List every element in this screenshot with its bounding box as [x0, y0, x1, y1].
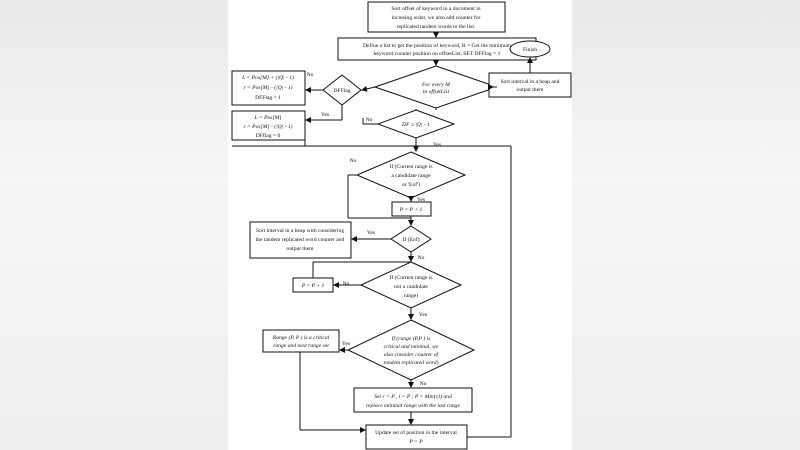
define-line-1: Define a list to get the position of key…: [363, 42, 512, 49]
label-yes-critical: Yes: [342, 341, 350, 347]
cand-line-3: or 'Eof'): [402, 181, 420, 188]
start-line-2: incresing order, we also add counter for: [392, 14, 481, 21]
box-yes: [231, 110, 306, 141]
pinc2-label: P = P + 1: [301, 283, 325, 289]
notcand-line-2: not a candidate: [394, 284, 428, 290]
update-box: [365, 424, 468, 450]
range-box: [262, 329, 340, 353]
set-r-line-2: replace minimal range with the last rang…: [366, 403, 460, 409]
range-line-2: range and next range set: [273, 343, 329, 349]
start-line-1: Sort offset of keyword in a document in: [391, 5, 480, 12]
box-no-line-2: r = Pos[M] - (|Q| - 1): [243, 84, 292, 91]
dfflag-label: DFFlag: [333, 88, 350, 94]
label-no-eof: No: [418, 255, 425, 261]
eof-label: If (Eof): [403, 236, 420, 243]
critical-line-4: tandem replicated word): [384, 359, 439, 366]
label-yes-dfflag: Yes: [321, 112, 329, 118]
set-r-line-1: Set r = P , l = P ; P = Min(r,l) and: [374, 393, 452, 400]
label-yes-notcand: Yes: [419, 312, 427, 318]
box-yes-line-1: L = Pos[M]: [254, 115, 282, 121]
define-line-2: keyword counter position on offsetList, …: [374, 50, 501, 57]
box-no-line-1: L = Pos[M] + (|Q| - 1): [241, 74, 294, 81]
sort-heap-top-line-1: Sort interval in a heap and: [501, 79, 560, 85]
label-yes-dfcond: Yes: [433, 142, 441, 148]
pinc1-label: P = P + 1: [399, 207, 423, 213]
cand-line-2: a candidate range: [391, 173, 431, 179]
critical-line-3: also consider counter of: [384, 351, 440, 358]
sort-heap-mid-line-1: Sort interval in a heap with considering: [256, 228, 344, 234]
box-yes-line-3: DFflag = 0: [256, 132, 281, 139]
finish-label: Finish: [523, 47, 537, 53]
df-cond-label: DF ≥ |Q| - 1: [401, 122, 430, 128]
critical-line-2: critical and minimal, we: [384, 344, 439, 350]
label-yes-eof: Yes: [367, 230, 375, 236]
sort-heap-mid-box: [249, 221, 352, 259]
label-yes-cand: Yes: [417, 197, 425, 203]
label-no-dfflag: No: [307, 72, 314, 78]
label-no-notcand: No: [343, 281, 350, 287]
for-every-line-1: For every M: [421, 82, 450, 88]
cand-line-1: If (Current range is: [389, 163, 432, 170]
critical-line-1: If (range (P,P ) is: [391, 335, 431, 342]
critical-diamond: [346, 319, 476, 381]
update-line-1: Update set of position in the interval: [375, 429, 457, 436]
update-line-2: P = P: [408, 439, 423, 445]
blurred-background-right: [572, 0, 800, 450]
sort-heap-mid-line-2: the tandem replicated word counter and: [256, 237, 345, 243]
box-no: [231, 70, 306, 106]
start-box: [367, 1, 506, 33]
box-yes-line-2: r = Pos[M] - (|Q| - 1): [243, 123, 292, 130]
notcand-line-3: range): [404, 292, 418, 299]
box-no-line-3: DFFlag = 1: [255, 95, 281, 101]
set-r-box: [353, 387, 473, 413]
sort-heap-top-line-2: output them: [517, 87, 545, 93]
for-every-line-2: in offsetList: [423, 88, 450, 95]
label-no-cand: No: [350, 158, 357, 164]
label-no-dfcond: No: [366, 117, 373, 123]
blurred-background-left: [0, 0, 228, 450]
sort-heap-mid-line-3: output them: [287, 246, 315, 252]
range-line-1: Range (P, P ) is a critical: [272, 334, 330, 341]
notcand-line-1: If (Current range is: [389, 274, 432, 281]
start-line-3: replicated tandem words to the list.: [397, 24, 476, 30]
sort-heap-top-box: [488, 72, 572, 98]
label-no-critical: No: [420, 381, 427, 387]
